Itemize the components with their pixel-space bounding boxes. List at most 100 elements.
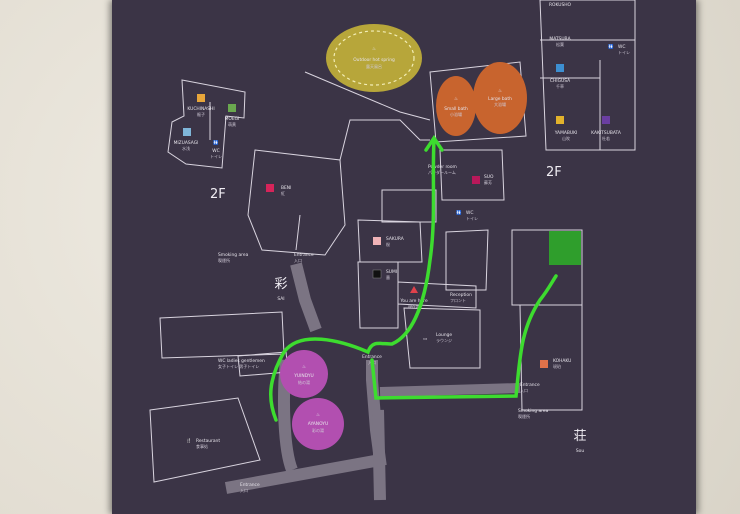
sumi-marker — [372, 269, 382, 279]
ayanoyu-jp: 彩の湯 — [312, 427, 324, 433]
beni-label: BENI — [281, 185, 291, 191]
kakitsubata-label: KAKITSUBATA — [591, 130, 621, 136]
sofa-icon: ▭ — [423, 337, 427, 342]
matsuba-label: MATSUBA — [549, 36, 570, 42]
entrance-bottom-jp: 入口 — [240, 488, 248, 493]
moegi-marker — [228, 104, 236, 112]
sakura-label: SAKURA — [386, 236, 404, 242]
bath-icon: ♨ — [302, 364, 306, 370]
mizuasagi-marker — [183, 128, 191, 136]
yamabuki-jp: 山吹 — [562, 135, 570, 141]
restaurant-jp: 食事処 — [196, 443, 208, 449]
kuchinashi-marker — [197, 94, 205, 102]
wc-right-jp: トイレ — [618, 50, 630, 55]
entrance-sou-jp: 入口 — [520, 388, 528, 393]
walkway-center — [372, 409, 386, 501]
mizuasagi-label: MIZUASAGI — [174, 140, 199, 146]
powder-room-jp: パウダールーム — [428, 169, 456, 175]
entrance-sai-jp: 入口 — [294, 258, 302, 263]
smoking-left-label: Smoking area — [218, 252, 249, 258]
kuchinashi-label: KUCHINASHI — [187, 106, 214, 112]
entrance-sou-label: Entrance — [520, 382, 540, 388]
sou-kanji: 荘 — [573, 429, 586, 444]
yuindyu-bath-area — [280, 350, 328, 398]
walkway-sai — [290, 262, 322, 333]
outdoor-bath-jp: 露天風呂 — [366, 64, 382, 69]
lounge-jp: ラウンジ — [436, 337, 452, 343]
route-arrowhead — [424, 134, 444, 152]
powder-room-label: Powder room — [428, 164, 457, 170]
chigusa-jp: 千草 — [556, 83, 564, 89]
yamabuki-label: YAMABUKI — [554, 130, 578, 136]
wc-ladies-gents-jp: 女子トイレ 男子トイレ — [218, 363, 259, 369]
you-are-here-jp: 現在地 — [408, 303, 420, 309]
entrance-bottom-label: Entrance — [240, 482, 260, 488]
large-bath-jp: 大浴場 — [494, 101, 506, 107]
matsuba-jp: 松葉 — [556, 41, 564, 47]
entrance-center-label: Entrance — [362, 354, 382, 360]
wc-ladies-gents-label: WC ladies gentlemen — [218, 358, 265, 364]
sai-romaji: SAI — [277, 296, 284, 302]
wc-center-label: WC — [466, 210, 473, 216]
small-bath-label: Small bath — [444, 106, 468, 112]
suo-marker — [472, 176, 480, 184]
sakura-jp: 桜 — [386, 241, 390, 247]
smoking-right-label: Smoking area — [518, 408, 549, 414]
sai-kanji: 彩 — [274, 277, 287, 292]
sakura-marker — [373, 237, 381, 245]
large-bath-area — [473, 62, 527, 134]
floor-label-right: 2F — [546, 165, 562, 180]
route-to-sou — [370, 274, 558, 400]
walkway-sou — [379, 383, 521, 397]
wc-left-label: WC — [212, 148, 219, 154]
wc-center-jp: トイレ — [466, 216, 478, 221]
bath-icon: ♨ — [316, 412, 320, 418]
chigusa-marker — [556, 64, 564, 72]
kuchinashi-jp: 梔子 — [197, 111, 205, 117]
yuindyu-label: YUINDYU — [293, 373, 314, 379]
outdoor-bath-area — [326, 24, 422, 92]
floor-label-left: 2F — [210, 187, 226, 202]
wc-right-label: WC — [618, 44, 625, 50]
wc-left-jp: トイレ — [210, 154, 222, 159]
reception-jp: フロント — [450, 298, 466, 303]
kakitsubata-marker — [602, 116, 610, 124]
beni-marker — [266, 184, 274, 192]
kohaku-label: KOHAKU — [553, 358, 571, 364]
suo-label: SUO — [484, 174, 494, 180]
you-are-here-marker — [410, 286, 418, 293]
bath-icon: ♨ — [498, 88, 502, 94]
sou-romaji: Sou — [576, 448, 584, 454]
smoking-left-jp: 喫煙所 — [218, 257, 230, 263]
yuindyu-jp: 結の湯 — [298, 379, 310, 385]
wc-left-icon: 🚻 — [213, 140, 219, 146]
kohaku-marker — [540, 360, 548, 368]
kohaku-jp: 琥珀 — [553, 363, 561, 369]
bath-icon: ♨ — [454, 96, 458, 102]
ayanoyu-bath-area — [292, 398, 344, 450]
sumi-label: SUMI — [386, 269, 397, 275]
large-bath-label: Large bath — [488, 96, 512, 102]
yamabuki-marker — [556, 116, 564, 124]
smoking-right-jp: 喫煙所 — [518, 413, 530, 419]
rokusho-label: ROKUSHO — [549, 2, 572, 8]
chigusa-label: CHIGUSA — [550, 78, 570, 84]
room-outlines — [149, 0, 636, 483]
reception-label: Reception — [450, 292, 472, 298]
beni-jp: 紅 — [281, 190, 285, 196]
restaurant-icon: 🍴 — [186, 438, 191, 444]
lounge-label: Lounge — [436, 332, 452, 338]
highlight-box — [549, 231, 581, 265]
outdoor-bath-label: Outdoor hot spring — [353, 57, 395, 63]
route-to-baths — [269, 138, 436, 422]
entrance-sai-label: Entrance — [294, 252, 314, 258]
suo-jp: 蘇芳 — [484, 179, 492, 185]
small-bath-area — [436, 76, 476, 136]
you-are-here-label: You are here — [399, 298, 428, 304]
restaurant-label: Restaurant — [196, 438, 220, 444]
mizuasagi-jp: 水浅 — [182, 145, 190, 151]
wc-right-icon: 🚻 — [608, 44, 614, 50]
small-bath-jp: 小浴場 — [450, 111, 462, 117]
kakitsubata-jp: 杜若 — [602, 135, 610, 141]
